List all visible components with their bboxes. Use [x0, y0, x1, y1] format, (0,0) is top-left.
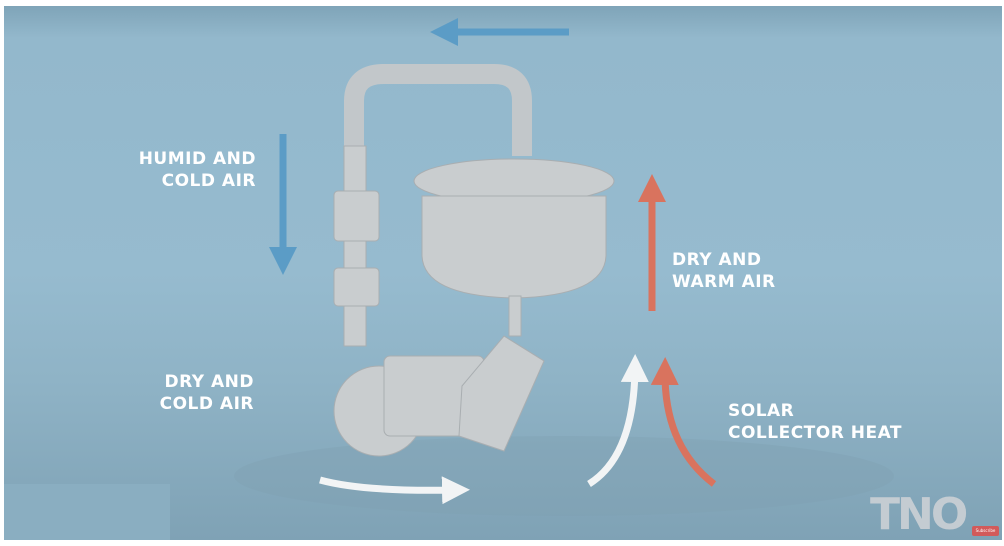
label-humid-cold-air: HUMID AND COLD AIR: [124, 148, 256, 192]
diagram-graphics: [234, 18, 894, 516]
label-line: COLLECTOR HEAT: [728, 423, 903, 443]
curved-white-arrow: [587, 354, 649, 487]
overlay-box: [4, 484, 170, 540]
machine: [333, 64, 615, 457]
label-line: DRY AND: [672, 250, 762, 270]
label-line: SOLAR: [728, 401, 795, 421]
bottom-white-arrow: [319, 476, 470, 505]
label-solar-collector-heat: SOLAR COLLECTOR HEAT: [728, 400, 902, 444]
label-dry-cold-air: DRY AND COLD AIR: [124, 371, 254, 415]
label-line: HUMID AND: [138, 149, 256, 169]
label-line: DRY AND: [164, 372, 254, 392]
tno-logo: TNO: [870, 489, 968, 540]
label-dry-warm-air: DRY AND WARM AIR: [672, 249, 776, 293]
label-line: WARM AIR: [672, 272, 776, 292]
video-frame[interactable]: HUMID AND COLD AIR DRY AND WARM AIR DRY …: [4, 6, 1002, 540]
subscribe-button[interactable]: Subscribe: [972, 526, 999, 536]
label-line: COLD AIR: [159, 394, 254, 414]
label-line: COLD AIR: [161, 171, 256, 191]
curved-red-arrow: [650, 357, 717, 487]
